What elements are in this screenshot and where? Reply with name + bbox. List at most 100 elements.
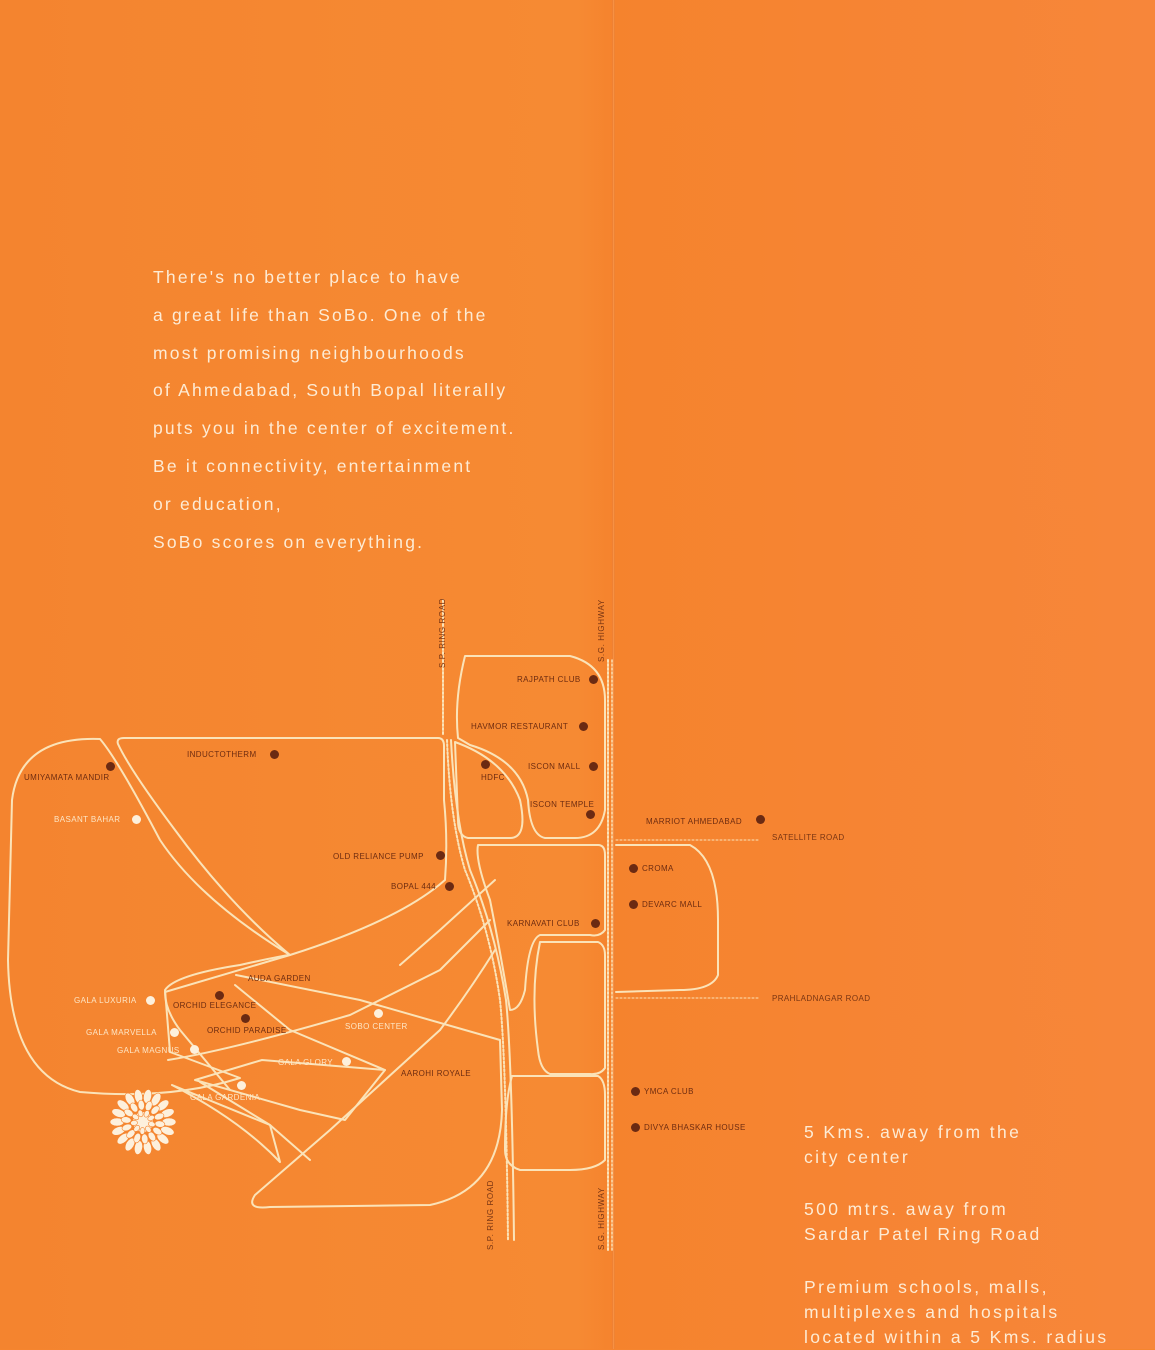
landmark-label: CROMA [642, 864, 674, 873]
fold-line [612, 0, 615, 1349]
landmark-dot [631, 1123, 640, 1132]
fact-line: multiplexes and hospitals [804, 1302, 1060, 1322]
intro-line: or education, [153, 493, 283, 514]
landmark-label: RAJPATH CLUB [517, 675, 581, 684]
landmark-dot [631, 1087, 640, 1096]
landmark-dot [629, 900, 638, 909]
flower-petal [133, 1132, 141, 1144]
intro-line: SoBo scores on everything. [153, 531, 425, 552]
road-label-sp-ring-bottom: S.P. RING ROAD [486, 1179, 495, 1250]
fact-line: city center [804, 1147, 911, 1167]
intro-line: Be it connectivity, entertainment [153, 455, 473, 476]
landmark-label: BOPAL 444 [391, 882, 436, 891]
landmark-dot [579, 722, 588, 731]
map-block [454, 741, 524, 839]
landmark-dot [215, 991, 224, 1000]
map-block [504, 1075, 606, 1171]
flower-petal [111, 1108, 126, 1118]
intro-line: There's no better place to have [153, 267, 462, 287]
landmark-label: ORCHID PARADISE [207, 1026, 287, 1035]
project-label: GALA MARVELLA [86, 1028, 157, 1037]
landmark-label: ISCON TEMPLE [530, 800, 595, 809]
fact-city-center: 5 Kms. away from the city center [804, 1120, 1021, 1170]
intro-line: of Ahmedabad, South Bopal literally [153, 380, 508, 401]
fact-line: Sardar Patel Ring Road [804, 1224, 1042, 1244]
flower-petal [143, 1110, 150, 1118]
landmark-dot [756, 815, 765, 824]
landmark-label: AUDA GARDEN [248, 974, 311, 983]
map-road [399, 879, 496, 966]
map-road [199, 1081, 311, 1161]
landmark-label: INDUCTOTHERM [187, 750, 257, 759]
landmark-label: MARRIOT AHMEDABAD [646, 817, 742, 826]
map-road [164, 954, 291, 1091]
flower-petal [132, 1113, 140, 1121]
fact-ring-road: 500 mtrs. away from Sardar Patel Ring Ro… [804, 1197, 1042, 1247]
map-block [116, 737, 448, 956]
flower-petal [145, 1125, 152, 1133]
sp-ring-road-edge [450, 739, 515, 1241]
map-block [533, 941, 606, 1076]
landmark-label: DEVARC MALL [642, 900, 703, 909]
landmark-label: AAROHI ROYALE [401, 1069, 471, 1078]
flower-petal [133, 1125, 141, 1132]
road-label-sg-highway-top: S.G. HIGHWAY [597, 599, 606, 662]
flower-petal [160, 1126, 175, 1136]
landmark-dot [241, 1014, 250, 1023]
flower-petal [150, 1092, 162, 1107]
landmark-label: HDFC [481, 773, 505, 782]
landmark-label: ISCON MALL [528, 762, 581, 771]
project-dot [170, 1028, 179, 1037]
project-dot [342, 1057, 351, 1066]
map-road [439, 949, 496, 1031]
map-road [251, 1029, 503, 1209]
project-label: SOBO CENTER [345, 1022, 408, 1031]
fact-amenities: Premium schools, malls, multiplexes and … [804, 1275, 1108, 1350]
fact-line: located within a 5 Kms. radius [804, 1327, 1109, 1347]
road-label-satellite: SATELLITE ROAD [772, 833, 845, 842]
flower-petal [130, 1102, 139, 1113]
map-block [7, 737, 291, 1096]
landmark-dot [591, 919, 600, 928]
fact-line: 500 mtrs. away from [804, 1199, 1009, 1219]
map-block [476, 844, 606, 1011]
project-label: GALA GLORY [278, 1058, 333, 1067]
map-road [167, 919, 491, 1061]
map-block [455, 655, 606, 839]
landmark-dot [270, 750, 279, 759]
flower-petal [152, 1127, 163, 1136]
flower-petal [147, 1121, 156, 1128]
project-label: GALA GARDENIA [190, 1093, 261, 1102]
project-label: GALA MAGNUS [117, 1046, 180, 1055]
landmark-label: UMIYAMATA MANDIR [24, 773, 110, 782]
flower-logo-icon [109, 1089, 177, 1155]
intro-line: a great life than SoBo. One of the [153, 304, 488, 325]
landmark-dot [436, 851, 445, 860]
road-label-sg-highway-bottom: S.G. HIGHWAY [597, 1187, 606, 1250]
intro-line: most promising neighbourhoods [153, 342, 466, 363]
flower-petal [124, 1137, 136, 1152]
flower-petal [137, 1109, 144, 1118]
landmark-dot [629, 864, 638, 873]
fact-line: 5 Kms. away from the [804, 1122, 1022, 1142]
flower-petal [120, 1116, 132, 1124]
flower-petal [121, 1123, 133, 1132]
project-dot [146, 996, 155, 1005]
project-label: BASANT BAHAR [54, 815, 121, 824]
flower-petal [130, 1120, 138, 1126]
landmark-dot [589, 675, 598, 684]
map-road [171, 1084, 281, 1163]
project-dot [374, 1009, 383, 1018]
landmark-dot [481, 760, 490, 769]
landmark-dot [589, 762, 598, 771]
fact-line: Premium schools, malls, [804, 1277, 1049, 1297]
landmark-label: KARNAVATI CLUB [507, 919, 580, 928]
project-dot [237, 1081, 246, 1090]
landmark-dot [445, 882, 454, 891]
intro-line: puts you in the center of excitement. [153, 418, 516, 439]
flower-petal [150, 1105, 160, 1115]
road-label-sp-ring-top: S.P. RING ROAD [438, 597, 447, 668]
landmark-dot [586, 810, 595, 819]
